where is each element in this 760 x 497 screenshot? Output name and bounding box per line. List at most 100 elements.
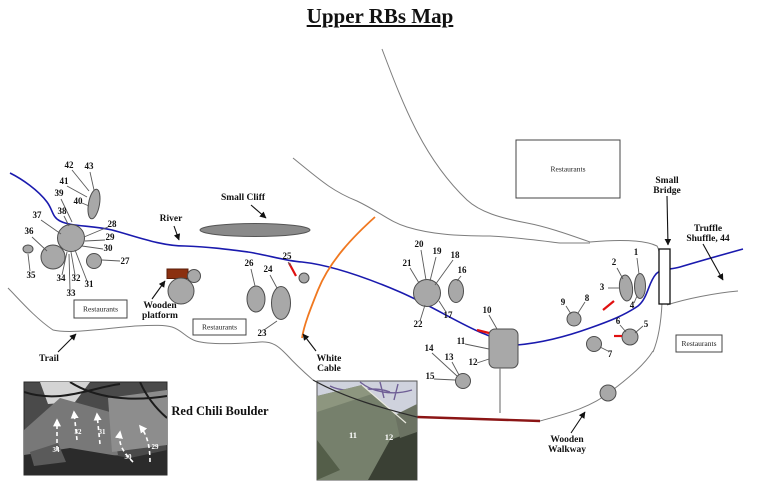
marker-numbers: 1234567891011121314151617181920212223242…: [25, 160, 649, 381]
label-arrow-trail: [57, 333, 77, 353]
leader-line-20: [420, 249, 427, 281]
restaurants-box-2: [515, 139, 621, 199]
leader-line-2: [616, 267, 624, 280]
trail-left: [7, 287, 314, 381]
leader-line-37: [40, 219, 62, 235]
leader-line-39: [60, 198, 73, 223]
label-arrow-truffle-shuffle: [702, 243, 724, 281]
red-mark-3: [602, 300, 615, 311]
boulder-1-4: [634, 273, 646, 299]
marker-36: 36: [25, 226, 35, 236]
marker-28: 28: [108, 219, 118, 229]
marker-6: 6: [616, 316, 621, 326]
label-arrow-wooden-platform: [151, 280, 166, 300]
trail-over-photo: [312, 379, 418, 418]
restaurants-box-3: [675, 334, 723, 353]
leader-line-38: [63, 215, 70, 227]
leader-line-5: [634, 325, 644, 334]
restaurants-box-label: Restaurants: [202, 323, 237, 332]
marker-38: 38: [58, 206, 68, 216]
marker-43: 43: [85, 161, 95, 171]
boulder-5-6: [621, 328, 639, 346]
boulder-11-12-photo: 11 12: [316, 380, 418, 481]
trail-top-a: [381, 48, 591, 243]
leader-line-34: [61, 251, 68, 276]
boulder-25: [298, 272, 310, 284]
marker-24: 24: [264, 264, 274, 274]
leader-line-30: [81, 245, 104, 250]
label-arrow-river: [173, 225, 181, 241]
leader-line-6: [619, 324, 627, 333]
leader-line-16: [456, 275, 462, 282]
boulder-31: [86, 253, 102, 269]
marker-20: 20: [415, 239, 425, 249]
leader-line-32: [70, 251, 76, 276]
marker-leader-lines: [27, 169, 644, 381]
label-arrow-wooden-walkway: [570, 411, 586, 434]
leader-line-15: [433, 378, 456, 381]
leader-line-11: [464, 343, 490, 350]
leader-line-8: [577, 301, 586, 314]
leader-line-27: [101, 259, 121, 262]
marker-17: 17: [444, 310, 454, 320]
marker-11: 11: [457, 336, 466, 346]
boulder-28-34: [57, 224, 85, 252]
boulder-10-12: [488, 328, 519, 369]
marker-41: 41: [60, 176, 70, 186]
marker-9: 9: [561, 297, 566, 307]
boulder-35: [22, 244, 34, 254]
leader-line-22: [419, 304, 426, 322]
trail-below-bridge: [666, 290, 739, 306]
marker-12: 12: [469, 357, 479, 367]
restaurant-boxes: RestaurantsRestaurantsRestaurantsRestaur…: [73, 139, 723, 353]
photo-route-12: 12: [385, 432, 394, 442]
leader-line-41: [66, 185, 88, 198]
marker-40: 40: [74, 196, 84, 206]
marker-5: 5: [644, 319, 649, 329]
small-cliff-shape: [199, 223, 311, 237]
marker-2: 2: [612, 257, 617, 267]
photo-route-31: 31: [99, 428, 107, 436]
marker-37: 37: [33, 210, 43, 220]
marker-42: 42: [65, 160, 75, 170]
marker-27: 27: [121, 256, 131, 266]
white-cable-line: [301, 216, 376, 339]
label-river: River: [160, 214, 183, 224]
leader-line-43: [89, 171, 95, 191]
small-bridge-shape: [658, 248, 671, 305]
marker-30: 30: [104, 243, 114, 253]
marker-22: 22: [414, 319, 424, 329]
marker-39: 39: [55, 188, 65, 198]
marker-8: 8: [585, 293, 590, 303]
label-small-cliff: Small Cliff: [221, 193, 266, 203]
restaurants-box-0: [73, 299, 128, 319]
marker-32: 32: [72, 273, 82, 283]
marker-19: 19: [433, 246, 443, 256]
boulder-23-24: [271, 286, 291, 320]
trail-paths: [7, 48, 739, 422]
leader-line-33: [68, 253, 71, 291]
boulder-7: [586, 336, 602, 352]
platform-boulder: [167, 277, 195, 305]
boulder-13-15: [455, 373, 471, 389]
photo-route-32: 32: [75, 428, 83, 436]
marker-34: 34: [57, 273, 67, 283]
leader-line-9: [565, 305, 572, 315]
boulders: [22, 188, 646, 402]
marker-21: 21: [403, 258, 413, 268]
marker-1: 1: [634, 247, 639, 257]
label-trail: Trail: [39, 354, 59, 364]
leader-line-40: [81, 202, 90, 207]
marker-3: 3: [600, 282, 605, 292]
photo-route-11: 11: [349, 430, 357, 440]
leader-line-26: [250, 268, 256, 287]
marker-35: 35: [27, 270, 37, 280]
leader-line-7: [599, 346, 609, 352]
trail-walkway: [539, 350, 654, 422]
